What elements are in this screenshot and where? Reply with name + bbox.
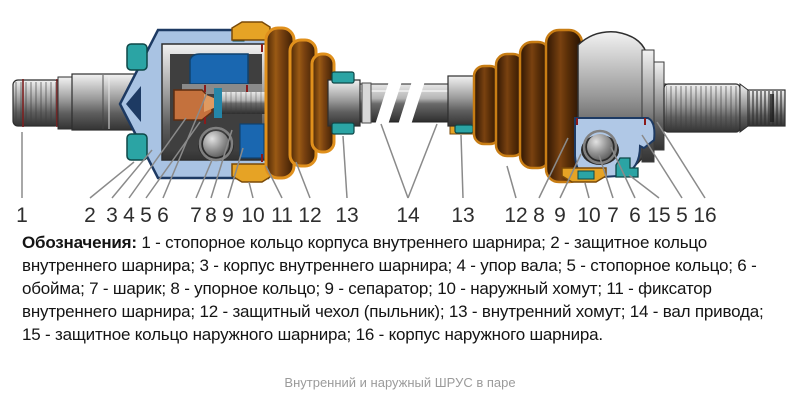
callout-number: 6 <box>629 204 641 227</box>
callout-number: 10 <box>241 204 264 227</box>
callout-number: 3 <box>106 204 118 227</box>
callout-number: 12 <box>504 204 527 227</box>
inner-boot-collar <box>327 71 361 135</box>
callout-number: 5 <box>140 204 152 227</box>
callout-number: 9 <box>222 204 234 227</box>
protective-ring-outer <box>615 157 639 178</box>
protective-ring-bottom <box>126 133 148 161</box>
callout-number: 13 <box>451 204 474 227</box>
callout-number: 12 <box>298 204 321 227</box>
callout-number: 5 <box>676 204 688 227</box>
callout-number: 1 <box>16 204 28 227</box>
ball-inner <box>203 131 229 157</box>
image-caption: Внутренний и наружный ШРУС в паре <box>284 375 516 390</box>
race-obojma <box>189 53 249 85</box>
callout-number: 9 <box>554 204 566 227</box>
legend-items: 1 - стопорное кольцо корпуса внутреннего… <box>22 233 764 344</box>
callout-number: 13 <box>335 204 358 227</box>
callout-number: 4 <box>123 204 135 227</box>
legend-text: Обозначения: 1 - стопорное кольцо корпус… <box>22 231 782 346</box>
separator-cage <box>198 126 234 162</box>
outer-boot <box>472 28 584 184</box>
shaft-stop-copper <box>173 89 213 121</box>
inner-joint-housing <box>118 28 270 180</box>
shaft-break <box>374 78 426 128</box>
right-splined-shaft <box>663 83 786 133</box>
callout-number: 2 <box>84 204 96 227</box>
callout-number: 16 <box>693 204 716 227</box>
callout-number: 15 <box>647 204 670 227</box>
callout-number: 6 <box>157 204 169 227</box>
threaded-tip <box>749 91 784 125</box>
inner-clamp-top <box>331 71 355 84</box>
inner-clamp-bottom <box>331 122 355 135</box>
callout-number: 10 <box>577 204 600 227</box>
callout-number: 11 <box>271 204 293 227</box>
callout-number: 7 <box>607 204 619 227</box>
callout-number: 8 <box>533 204 545 227</box>
inner-clamp-right <box>454 124 474 134</box>
callout-number: 14 <box>396 204 420 227</box>
callout-number: 7 <box>190 204 202 227</box>
protective-ring-top <box>126 43 148 71</box>
inner-boot <box>264 26 336 180</box>
legend-heading: Обозначения: <box>22 233 137 252</box>
callout-number: 8 <box>205 204 217 227</box>
outer-joint-housing <box>561 31 665 183</box>
ball-outer <box>587 134 613 160</box>
